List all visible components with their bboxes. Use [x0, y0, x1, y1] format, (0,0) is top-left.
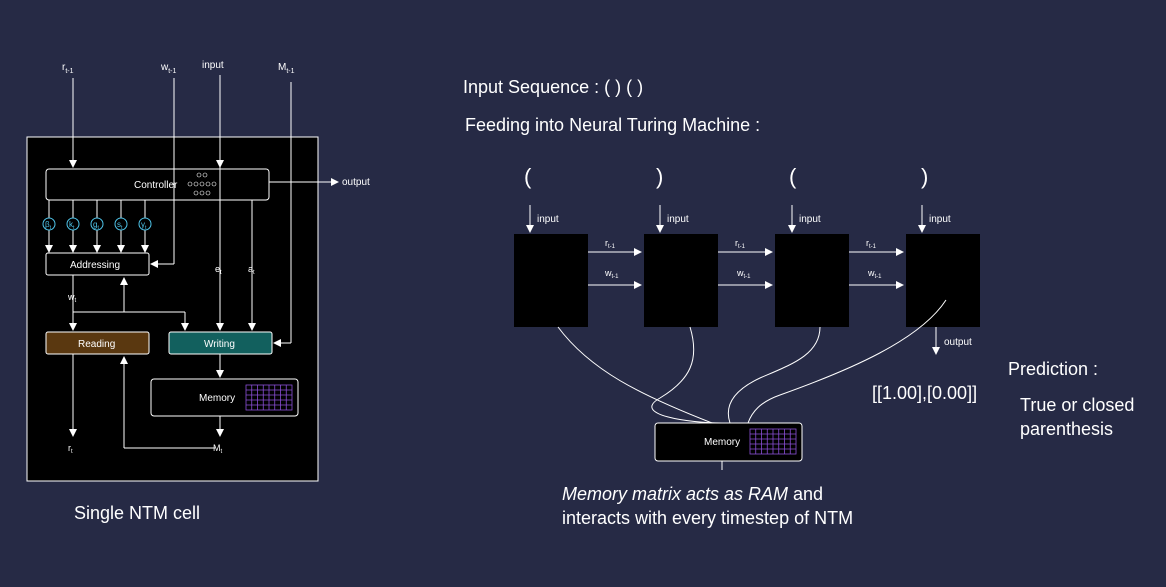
link-1-r-label: rt-1: [605, 238, 616, 250]
reading-box: [45, 331, 150, 355]
prediction-note-line2: parenthesis: [1020, 419, 1114, 439]
svg-text:st: st: [117, 220, 123, 231]
writing-label: Writing: [204, 339, 235, 350]
w-t-label: wt: [67, 292, 77, 304]
link-2-w-label: wt-1: [736, 268, 751, 280]
ntm-cell: rt-1 wt-1 input Mt-1 Controller output: [26, 60, 370, 482]
step-4-input-label: input: [929, 214, 951, 225]
input-r-prev: rt-1: [62, 62, 74, 75]
link-2-r-label: rt-1: [735, 238, 746, 250]
controller-box: [45, 168, 270, 201]
memory-caption-italic: Memory matrix acts as RAM: [562, 484, 789, 504]
cell-output-label: output: [342, 177, 370, 188]
a-t-label: at: [248, 264, 255, 276]
token-2: ): [656, 164, 663, 189]
ntm-step-2: [644, 234, 718, 327]
svg-text:gt: gt: [93, 220, 99, 231]
memory-connections: [557, 299, 947, 424]
step-3-input-label: input: [799, 214, 821, 225]
prediction-note-line1: True or closed: [1020, 395, 1135, 415]
sequence-subtitle: Feeding into Neural Turing Machine :: [465, 115, 761, 135]
step-1-input-label: input: [537, 214, 559, 225]
param-k: [66, 217, 80, 231]
link-3-r-label: rt-1: [866, 238, 877, 250]
addressing-label: Addressing: [70, 260, 120, 271]
e-t-label: et: [215, 264, 222, 276]
final-output-label: output: [944, 337, 972, 348]
input-x: input: [202, 60, 224, 71]
link-3-w-label: wt-1: [867, 268, 882, 280]
ntm-step-3: [775, 234, 849, 327]
svg-text:βt: βt: [45, 220, 52, 231]
sequence-title: Input Sequence : ( ) ( ): [463, 77, 644, 97]
controller-label: Controller: [134, 180, 178, 191]
memory-caption-line2: interacts with every timestep of NTM: [562, 508, 854, 528]
input-w-prev: wt-1: [160, 62, 177, 75]
shared-memory-box: [654, 422, 803, 462]
shared-memory-grid: [749, 428, 797, 455]
ntm-step-1: [514, 234, 588, 327]
svg-text:γt: γt: [141, 220, 147, 231]
ntm-step-4: [906, 234, 980, 327]
token-1: (: [524, 164, 532, 189]
head-params: βt kt gt st γt: [42, 200, 152, 253]
m-t-label: Mt: [213, 443, 223, 455]
prediction-label: Prediction :: [1008, 359, 1099, 379]
token-4: ): [921, 164, 928, 189]
controller-network-icon: [187, 172, 217, 196]
token-3: (: [789, 164, 797, 189]
unrolled-ntm: ( ) ( ) input input input input rt-1 wt-…: [514, 164, 980, 470]
cell-memory-label: Memory: [199, 393, 235, 404]
memory-caption-line1: Memory matrix acts as RAM and: [562, 484, 823, 505]
param-beta: [42, 217, 56, 231]
cell-memory-box: [150, 378, 299, 417]
param-g: [90, 217, 104, 231]
cell-caption: Single NTM cell: [74, 503, 201, 523]
prediction-value: [[1.00],[0.00]]: [872, 383, 978, 403]
input-m-prev: Mt-1: [278, 62, 295, 75]
param-gamma: [138, 217, 152, 231]
r-t-label: rt: [68, 443, 73, 455]
shared-memory-label: Memory: [704, 437, 740, 448]
addressing-box: [45, 252, 150, 276]
reading-label: Reading: [78, 339, 115, 350]
param-s: [114, 217, 128, 231]
cell-memory-grid: [245, 384, 293, 411]
step-2-input-label: input: [667, 214, 689, 225]
svg-text:kt: kt: [69, 220, 75, 231]
link-1-w-label: wt-1: [604, 268, 619, 280]
memory-caption-rest: and: [788, 484, 824, 504]
